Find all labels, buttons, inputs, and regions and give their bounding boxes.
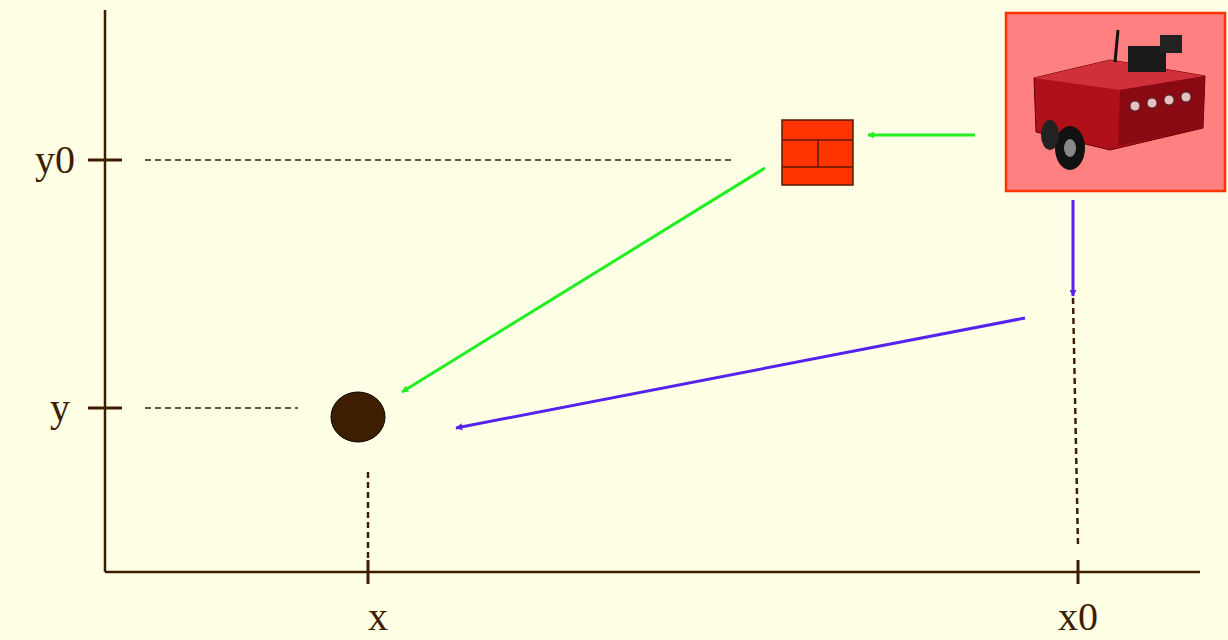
dashed-guide: [1073, 298, 1078, 545]
brick-fill: [782, 120, 853, 185]
brick-line: [817, 140, 819, 167]
robot-frame: [1006, 13, 1225, 191]
dashed-guide: [367, 472, 370, 558]
tick: [88, 159, 122, 162]
x-axis: [105, 571, 1200, 574]
tick: [88, 407, 122, 410]
green-arrow: [868, 134, 975, 137]
axis-label: y: [50, 388, 70, 428]
axis-label: x0: [1058, 597, 1098, 637]
robot-front: [1118, 76, 1205, 146]
robot-hub: [1064, 139, 1076, 157]
guide-lines: [145, 160, 1078, 558]
robot-wheel: [1041, 120, 1059, 150]
dashed-guide: [145, 407, 298, 409]
sonar-ring: [1130, 92, 1191, 111]
robot-camera: [1160, 35, 1182, 53]
dashed-guide: [145, 159, 735, 161]
landmark-brick: [782, 120, 853, 185]
robot-figure: [1006, 13, 1225, 191]
blue-arrow: [456, 318, 1025, 428]
y-axis: [104, 10, 107, 572]
blue-arrow: [1072, 200, 1075, 296]
target-point: [331, 392, 385, 442]
axis-label: x: [368, 597, 388, 637]
robot-antenna: [1115, 30, 1118, 62]
motion-arrows: [402, 135, 1073, 428]
axis-label: y0: [35, 140, 75, 180]
tick: [1077, 560, 1080, 584]
green-arrow: [402, 168, 765, 392]
robot-wheel: [1055, 126, 1085, 170]
tick: [367, 560, 370, 584]
